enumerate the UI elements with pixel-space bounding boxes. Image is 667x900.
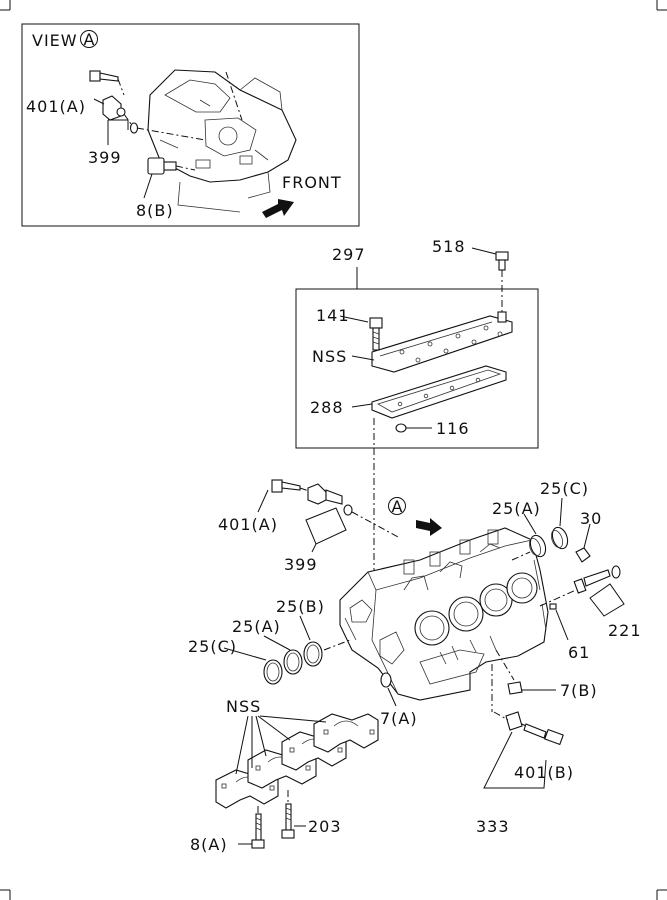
label-7b: 7(B) xyxy=(560,681,598,700)
label-116: 116 xyxy=(436,419,470,438)
plug-left-dash xyxy=(323,639,351,651)
bolt-8a xyxy=(238,806,265,849)
left-plug-leaders xyxy=(223,615,311,661)
view-title: VIEW xyxy=(32,31,78,50)
plug-7a xyxy=(380,672,397,707)
cap-4 xyxy=(313,713,379,753)
label-288: 288 xyxy=(310,398,344,417)
cover-gasket xyxy=(371,365,507,419)
label-399: 399 xyxy=(284,555,318,574)
plug-25c-left xyxy=(263,659,283,685)
cover-group-box: 297 xyxy=(295,245,539,449)
label-nss-bottom: NSS xyxy=(226,697,261,716)
label-25a-right: 25(A) xyxy=(492,499,541,518)
label-333: 333 xyxy=(476,817,510,836)
label-7a: 7(A) xyxy=(380,709,418,728)
label-399-view: 399 xyxy=(88,148,122,167)
plug-25a-right xyxy=(528,534,547,558)
bolt-221 xyxy=(539,565,625,617)
front-label: FRONT xyxy=(282,173,342,192)
bearing-caps xyxy=(215,713,379,809)
label-401a-view: 401(A) xyxy=(26,97,86,116)
label-25c-left: 25(C) xyxy=(188,637,237,656)
plug-25a-left xyxy=(283,649,303,675)
engine-block xyxy=(339,527,549,701)
view-marker: A xyxy=(84,30,96,49)
view-engine-block xyxy=(147,69,297,213)
label-401b: 401(B) xyxy=(514,763,574,782)
front-arrow-icon xyxy=(262,199,294,218)
bolt-401a xyxy=(271,479,313,493)
sensor-leaders xyxy=(257,489,347,553)
plug-7b xyxy=(495,649,556,695)
label-61: 61 xyxy=(568,643,590,662)
nut-116 xyxy=(395,423,407,433)
callout-a: A xyxy=(388,497,442,536)
label-401a: 401(A) xyxy=(218,515,278,534)
sensor-399 xyxy=(307,483,401,539)
right-plug-leaders xyxy=(523,497,591,549)
view-leaders xyxy=(93,98,153,199)
fitting-518 xyxy=(495,251,509,323)
label-25b-left: 25(B) xyxy=(276,597,325,616)
bolt-203 xyxy=(281,790,306,839)
plug-30 xyxy=(575,547,591,563)
pin-61 xyxy=(549,603,569,641)
label-8b: 8(B) xyxy=(136,201,174,220)
label-25a-left: 25(A) xyxy=(232,617,281,636)
label-518: 518 xyxy=(432,237,466,256)
plug-right-dash xyxy=(511,551,531,561)
cover-plate xyxy=(371,315,513,373)
plug-25b-left xyxy=(303,641,323,667)
label-221: 221 xyxy=(608,621,642,640)
cover-leaders xyxy=(339,247,497,429)
view-bolt-401a xyxy=(89,70,125,96)
plug-25c-right xyxy=(550,526,569,550)
arrow-a-icon xyxy=(416,518,442,536)
label-25c-right: 25(C) xyxy=(540,479,589,498)
bolt-141 xyxy=(369,317,383,351)
view-a-inset: VIEW A xyxy=(21,23,360,227)
fitting-333 xyxy=(483,664,564,789)
label-8a: 8(A) xyxy=(190,835,228,854)
label-203: 203 xyxy=(308,817,342,836)
view-plug-8b xyxy=(147,157,196,175)
label-297: 297 xyxy=(332,245,366,264)
nss-leaders xyxy=(235,715,327,775)
label-nss-top: NSS xyxy=(312,347,347,366)
label-141: 141 xyxy=(316,306,350,325)
view-sensor-399 xyxy=(102,95,206,141)
svg-text:A: A xyxy=(392,497,404,516)
label-30: 30 xyxy=(580,509,602,528)
